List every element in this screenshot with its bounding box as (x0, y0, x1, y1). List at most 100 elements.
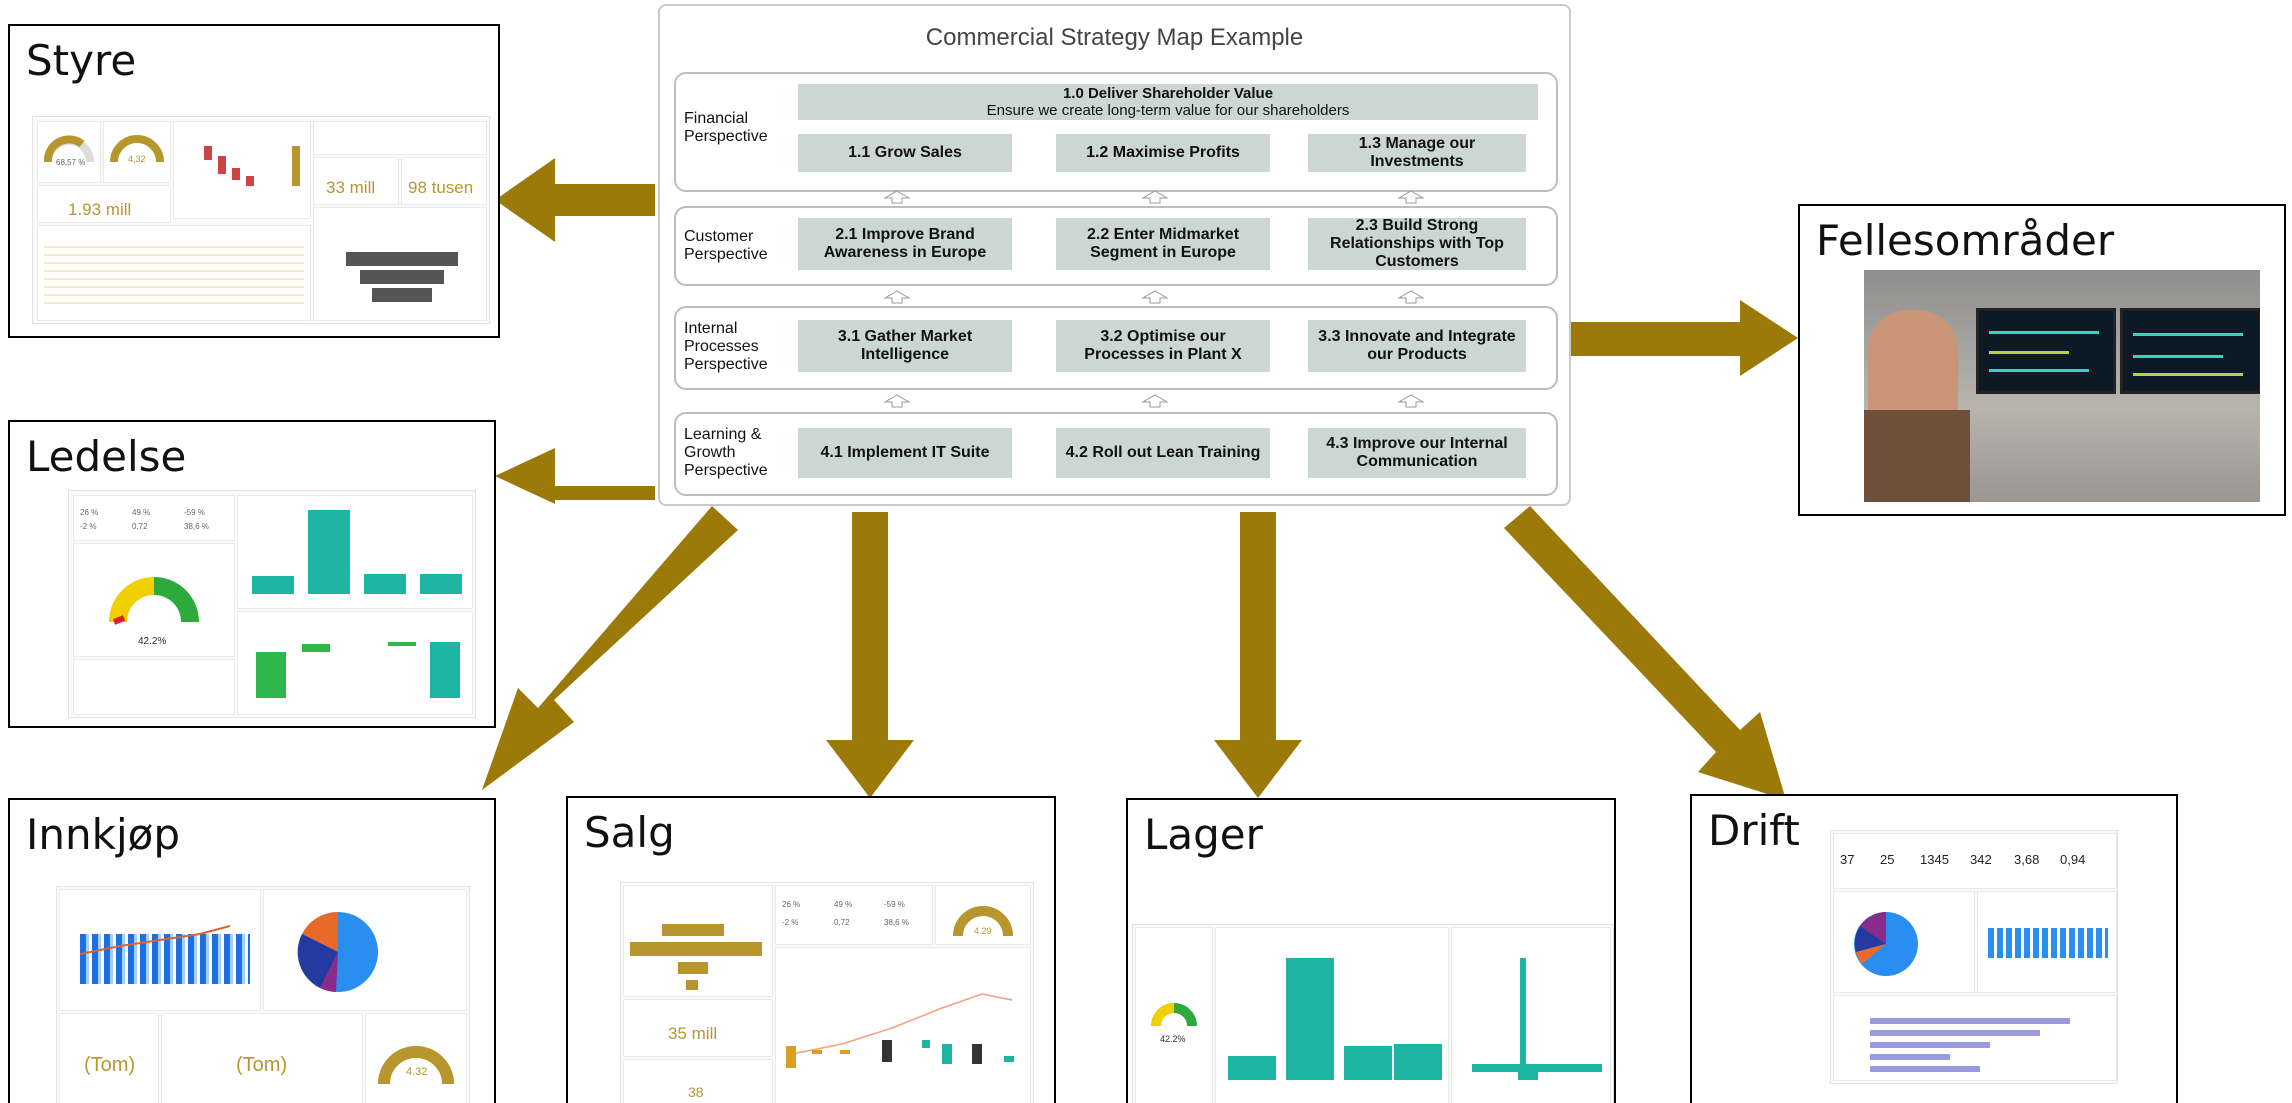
arrow-to-lager (1214, 512, 1302, 798)
kpi-value: 49 % (132, 508, 151, 517)
kpi-value: 342 (1970, 852, 1992, 867)
bar-chart-card (237, 495, 473, 609)
kpi-value: 38,6 % (184, 522, 209, 531)
panel-salg[interactable]: Salg 26 % 49 % -59 % -2 % 0,72 38,6 % 4.… (566, 796, 1056, 1103)
gauge-card: 4,32 (103, 121, 171, 183)
objective-2-3[interactable]: 2.3 Build Strong Relationships with Top … (1308, 217, 1526, 270)
kpi-value: -2 % (782, 918, 799, 927)
waterfall-card (173, 121, 311, 219)
panel-styre[interactable]: Styre 68,57 % 4,32 1.93 mill 33 mill 98 … (8, 24, 500, 338)
column-chart-card (59, 889, 261, 1011)
up-arrow-icon (1398, 290, 1424, 304)
kpi-value: -59 % (184, 508, 205, 517)
objective-4-3[interactable]: 4.3 Improve our Internal Communication (1308, 428, 1526, 478)
kpi-value: 33 mill (326, 178, 376, 197)
funnel-card (313, 207, 487, 321)
kpi-value: 49 % (834, 900, 853, 909)
objective-4-2[interactable]: 4.2 Roll out Lean Training (1056, 428, 1270, 478)
kpi-value: 98 tusen (408, 178, 474, 197)
pie-chart (1854, 912, 1918, 976)
arrow-to-styre (495, 158, 655, 242)
kpi-card: 98 tusen (401, 157, 487, 205)
panel-innkjop[interactable]: Innkjøp (Tom) (Tom) 4.32 (8, 798, 496, 1103)
kpi-value: 38 (688, 1084, 704, 1100)
gauge-value: 42.2% (138, 636, 167, 647)
card-value: (Tom) (84, 1054, 136, 1076)
panel-title: Lager (1144, 810, 1263, 859)
gauge-chart (1151, 1003, 1197, 1027)
up-arrow-icon (1142, 190, 1168, 204)
perspective-label: Customer Perspective (684, 228, 768, 263)
kpi-value: -2 % (80, 522, 97, 531)
gantt-chart-card (1833, 995, 2117, 1081)
dashboard-thumbnail: 37 25 1345 342 3,68 0,94 (1830, 830, 2118, 1084)
person-shirt (1864, 410, 1970, 502)
dashboard-thumbnail: 26 % 49 % -59 % -2 % 0,72 38,6 % 42.2% (68, 490, 476, 718)
strategy-map-title: Commercial Strategy Map Example (925, 24, 1304, 51)
panel-fellesomrader[interactable]: Fellesområder (1798, 204, 2286, 516)
up-arrow-icon (884, 190, 910, 204)
panel-title: Drift (1708, 806, 1800, 855)
gauge-value: 4.29 (974, 926, 992, 936)
kpi-card: 1.93 mill (37, 185, 171, 223)
up-arrow-icon (1398, 190, 1424, 204)
gauge-value: 42.2% (1160, 1034, 1186, 1044)
kpi-card: 35 mill (623, 999, 773, 1057)
objective-1-3[interactable]: 1.3 Manage our Investments (1308, 134, 1526, 172)
up-arrow-icon (1398, 394, 1424, 408)
objective-4-1[interactable]: 4.1 Implement IT Suite (798, 428, 1012, 478)
objective-2-2[interactable]: 2.2 Enter Midmarket Segment in Europe (1056, 218, 1270, 270)
waterfall-card (1451, 927, 1611, 1103)
up-arrow-icon (1142, 290, 1168, 304)
panel-title: Fellesområder (1816, 216, 2115, 265)
gauge-card: 4.29 (935, 885, 1031, 945)
objective-3-2[interactable]: 3.2 Optimise our Processes in Plant X (1056, 320, 1270, 372)
up-arrow-icon (884, 394, 910, 408)
kpi-value: 0,94 (2060, 852, 2086, 867)
objective-3-3[interactable]: 3.3 Innovate and Integrate our Products (1308, 320, 1526, 372)
photo-control-room (1864, 270, 2260, 502)
kpi-grid: 26 % 49 % -59 % -2 % 0,72 38,6 % (775, 885, 933, 945)
panel-ledelse[interactable]: Ledelse 26 % 49 % -59 % -2 % 0,72 38,6 %… (8, 420, 496, 728)
pie-chart-card (1833, 891, 1975, 993)
funnel-card (623, 885, 773, 997)
gauge-chart (378, 1046, 454, 1085)
panel-title: Styre (26, 36, 137, 85)
kpi-value: 26 % (782, 900, 801, 909)
gauge-chart (109, 577, 199, 625)
objective-1-0[interactable]: 1.0 Deliver Shareholder Value Ensure we … (798, 84, 1538, 120)
column-chart-card (1977, 891, 2117, 993)
arrow-to-ledelse (495, 448, 655, 504)
kpi-value: 25 (1880, 852, 1895, 867)
objective-3-1[interactable]: 3.1 Gather Market Intelligence (798, 320, 1012, 372)
gauge-card: 42.2% (73, 543, 235, 657)
panel-drift[interactable]: Drift 37 25 1345 342 3,68 0,94 (1690, 794, 2178, 1103)
kpi-value: 3,68 (2014, 852, 2040, 867)
perspective-internal-processes: Internal Processes Perspective 3.1 Gathe… (674, 306, 1558, 390)
arrow-to-innkjop (482, 506, 738, 790)
up-arrow-icon (884, 290, 910, 304)
arrow-to-drift (1504, 506, 1786, 800)
kpi-grid: 26 % 49 % -59 % -2 % 0,72 38,6 % (73, 495, 235, 541)
panel-lager[interactable]: Lager 42.2% (1126, 798, 1616, 1103)
waterfall-card (237, 611, 473, 715)
objective-2-1[interactable]: 2.1 Improve Brand Awareness in Europe (798, 218, 1012, 270)
gauge-card: 68,57 % (37, 121, 101, 183)
strategy-map: Commercial Strategy Map Example Financia… (658, 4, 1571, 506)
panel-title: Ledelse (26, 432, 187, 481)
objective-1-1[interactable]: 1.1 Grow Sales (798, 134, 1012, 172)
gauge-card: 4.32 (365, 1013, 467, 1103)
card: (Tom) (161, 1013, 363, 1103)
pie-chart-card (263, 889, 467, 1011)
table-card (37, 225, 311, 321)
kpi-value: 0,72 (834, 918, 850, 927)
objective-1-2[interactable]: 1.2 Maximise Profits (1056, 134, 1270, 172)
dashboard-thumbnail: 42.2% (1132, 924, 1614, 1103)
kpi-value: 26 % (80, 508, 99, 517)
cashflow-chart-card (775, 947, 1031, 1103)
gauge-value: 68,57 % (56, 158, 86, 167)
gauge-chart (953, 906, 1013, 937)
arrow-to-salg (826, 512, 914, 798)
kpi-card: 38 (623, 1059, 773, 1103)
kpi-value: 1345 (1920, 852, 1949, 867)
